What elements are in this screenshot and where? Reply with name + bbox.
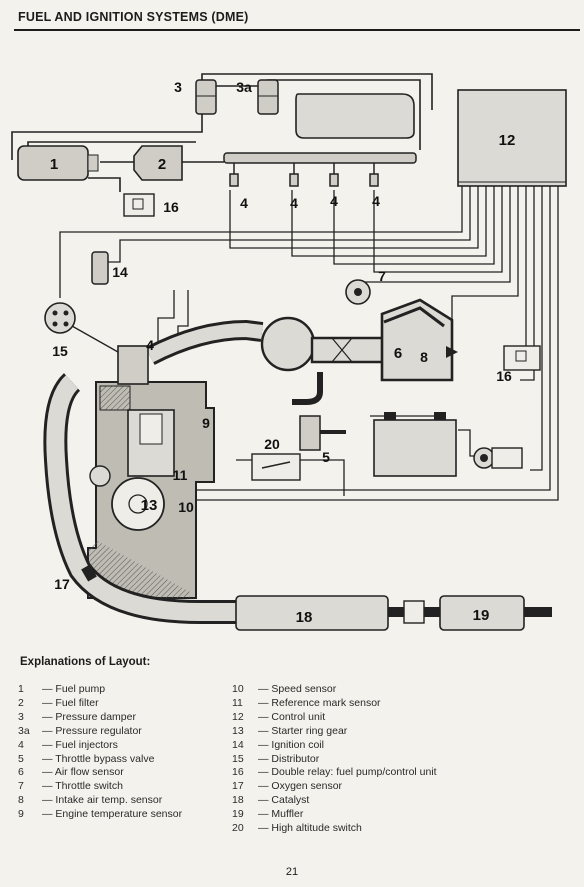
callout-10: 10 (178, 499, 194, 515)
callout-5: 5 (322, 449, 330, 465)
pressure-regulator (257, 79, 279, 115)
legend-item: 15— Distributor (232, 752, 320, 765)
legend-item: 1— Fuel pump (18, 683, 106, 695)
legend-item: 7— Throttle switch (18, 780, 123, 793)
callout-3: 3 (174, 79, 182, 95)
callout-20: 20 (264, 436, 280, 452)
legend-item: 8— Intake air temp. sensor (18, 794, 163, 807)
exhaust-system (43, 373, 552, 631)
callout-19: 19 (473, 607, 490, 624)
legend-item: 10— Speed sensor (232, 683, 337, 695)
callout-3a: 3a (236, 79, 252, 95)
ignition-coil (91, 251, 109, 285)
callout-17: 17 (54, 576, 70, 592)
callout-9: 9 (202, 415, 210, 431)
fuel-pump (17, 145, 99, 181)
legend-item: 14— Ignition coil (232, 738, 324, 751)
dme-layout-diagram: 1 2 3 3a 4 4 4 4 4 5 6 7 8 9 10 11 12 13… (11, 73, 567, 631)
control-unit (457, 89, 567, 187)
legend-item: 17— Oxygen sensor (232, 780, 343, 793)
callout-18: 18 (296, 609, 313, 626)
callout-4b: 4 (290, 195, 298, 211)
battery (373, 412, 457, 477)
callout-6: 6 (394, 345, 402, 362)
legend-item: 4— Fuel injectors (18, 738, 118, 751)
callout-8: 8 (420, 349, 428, 365)
legend-item: 2— Fuel filter (18, 696, 99, 709)
fuel-filter (133, 145, 183, 181)
throttle-bypass-valve (292, 372, 346, 451)
pressure-damper (195, 79, 217, 115)
air-flow-sensor (380, 298, 454, 382)
callout-2: 2 (158, 156, 166, 173)
callout-4a: 4 (240, 195, 248, 211)
fuel-tank (295, 93, 415, 139)
callout-4c: 4 (330, 193, 338, 209)
legend-column-b: 10— Speed sensor 11— Reference mark sens… (232, 683, 437, 836)
throttle-switch (345, 279, 371, 305)
legend-item: 3— Pressure damper (18, 710, 136, 723)
callout-16a: 16 (163, 199, 179, 215)
legend-column-a: 1— Fuel pump 2— Fuel filter 3— Pressure … (18, 683, 182, 822)
legend-item: 6— Air flow sensor (18, 766, 124, 779)
header-rule (14, 29, 580, 31)
callout-14: 14 (112, 264, 128, 280)
double-relay-lower (503, 345, 541, 371)
legend-item: 11— Reference mark sensor (232, 696, 381, 709)
legend-item: 19— Muffler (232, 808, 304, 821)
callout-13: 13 (141, 497, 158, 514)
callout-1: 1 (50, 156, 58, 173)
double-relay-upper (123, 193, 155, 217)
legend-item: 5— Throttle bypass valve (18, 752, 155, 765)
callout-4e: 4 (146, 337, 154, 353)
oxygen-sensor (81, 564, 97, 582)
intake-system (145, 298, 458, 382)
high-altitude-switch (251, 453, 301, 481)
legend-item: 12— Control unit (232, 710, 326, 723)
ignition-switch (473, 447, 523, 469)
callout-16b: 16 (496, 368, 512, 384)
legend-item: 13— Starter ring gear (232, 724, 348, 737)
callout-4d: 4 (372, 193, 380, 209)
callout-15: 15 (52, 343, 68, 359)
distributor (44, 302, 119, 353)
callouts: 1 2 3 3a 4 4 4 4 4 5 6 7 8 9 10 11 12 13… (50, 79, 516, 626)
legend-title: Explanations of Layout: (20, 656, 151, 668)
legend-item: 20— High altitude switch (232, 822, 362, 835)
page-number: 21 (285, 866, 299, 878)
legend-item: 16— Double relay: fuel pump/control unit (232, 766, 437, 779)
callout-12: 12 (499, 132, 516, 149)
engine (87, 345, 215, 599)
fuel-rail-injectors (223, 152, 417, 187)
page-title: FUEL AND IGNITION SYSTEMS (DME) (18, 10, 249, 24)
callout-7: 7 (378, 268, 386, 284)
legend-item: 3a— Pressure regulator (18, 724, 142, 737)
legend-item: 18— Catalyst (232, 794, 310, 807)
legend-item: 9— Engine temperature sensor (18, 808, 183, 821)
callout-11: 11 (173, 467, 188, 483)
